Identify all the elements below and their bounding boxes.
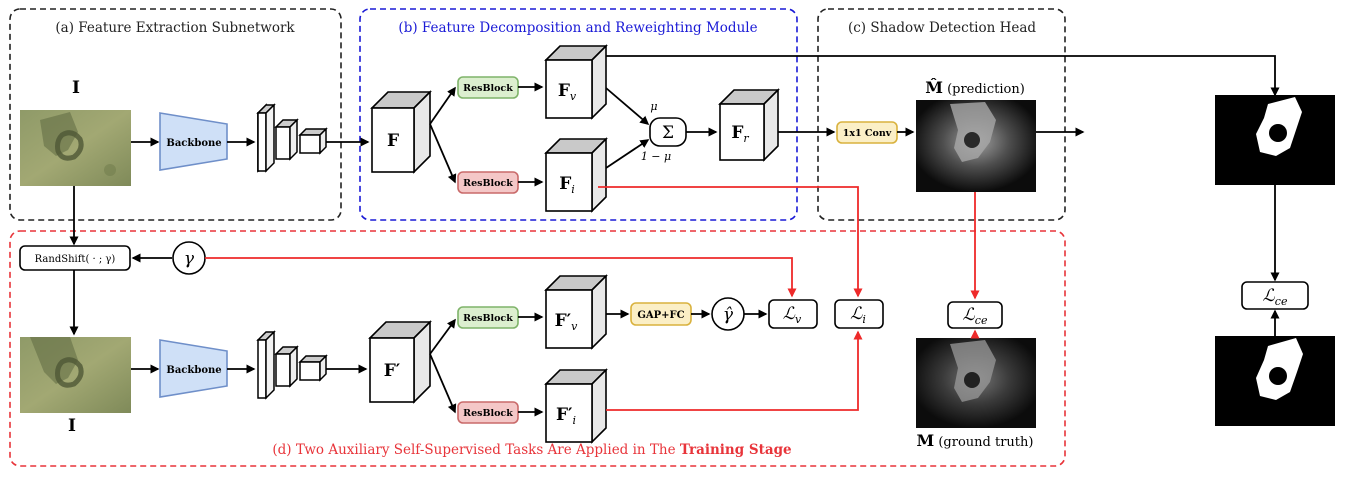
mask-bottom-image [1215,336,1335,426]
ground-truth-label: M (ground truth) [917,431,1034,450]
loss-i-label: ℒi [850,304,866,326]
backbone-bottom [159,339,228,398]
shifted-image-label: I [68,416,76,436]
feature-pyramid-bottom [256,330,328,400]
cube-Fv-label: Fv [558,81,577,103]
arrow-Fprime-to-resblock-v [429,318,456,355]
gap-fc-label: GAP+FC [637,310,684,321]
prediction-label: M̂ (prediction) [925,78,1025,97]
arrow-Fv-to-sum [605,87,650,125]
cube-Fi-prime [544,368,608,444]
feature-pyramid-top [256,103,328,173]
loss-v-label: ℒv [783,304,802,326]
arrow-Fprime-to-resblock-i [429,353,457,414]
conv-1x1-label: 1x1 Conv [843,128,892,139]
cube-Fv-prime-label: F′v [555,311,579,333]
cube-Fr-label: Fr [731,123,749,145]
resblock-v-bottom-label: ResBlock [463,313,513,324]
randshift-box [19,245,131,271]
backbone-bottom-label: Backbone [166,365,221,376]
cube-Fprime-label: F′ [384,361,401,381]
panel-a-title: (a) Feature Extraction Subnetwork [55,20,295,36]
resblock-i-bottom-label: ResBlock [463,408,513,419]
input-image [20,110,131,186]
cube-Fi [544,137,608,213]
ground-truth-image [916,338,1036,428]
loss-ce [947,301,1003,329]
arrow-Fi-to-loss-i [598,186,863,298]
cube-Fprime [368,320,432,404]
arrow-Fv-to-mask [606,55,1280,97]
backbone-top-label: Backbone [166,138,221,149]
cube-F-label: F [387,131,399,151]
cube-F [370,90,432,174]
mu-label: μ [650,100,657,113]
panel-c-frame [817,8,1066,221]
arrow-gamma-to-loss-v [205,257,797,298]
mask-top-image [1215,95,1335,185]
prediction-image [916,100,1036,192]
gamma-hat-label: γ̂ [723,305,734,325]
loss-ce-label: ℒce [963,305,988,327]
one-minus-mu-label: 1 − μ [641,150,671,163]
loss-v [768,299,818,329]
input-image-label: I [72,78,80,98]
backbone-top [159,112,228,171]
panel-a-frame [9,8,342,221]
cube-Fv-prime [544,274,608,350]
resblock-v-top-label: ResBlock [463,83,513,94]
sum-node-label: Σ [662,123,674,143]
arrow-F-to-resblock-v [429,86,456,125]
arrow-F-to-resblock-i [429,123,457,184]
panel-d-title: (d) Two Auxiliary Self-Supervised Tasks … [272,442,791,458]
cube-Fv [544,44,608,120]
loss-ce-right-label: ℒce [1263,286,1288,308]
loss-i [834,299,884,329]
gamma-node-label: γ [184,249,195,269]
loss-ce-right [1241,281,1309,310]
shifted-image [20,337,131,413]
cube-Fi-prime-label: F′i [556,405,576,427]
arrow-Fi-to-sum [605,139,650,169]
resblock-i-top-label: ResBlock [463,178,513,189]
panel-c-title: (c) Shadow Detection Head [848,20,1036,36]
cube-Fr [718,88,780,162]
panel-b-title: (b) Feature Decomposition and Reweightin… [398,20,757,36]
cube-Fi-label: Fi [559,174,575,196]
arrow-Fi2-to-loss-i [606,330,863,411]
randshift-label: RandShift( · ; γ) [35,254,116,265]
